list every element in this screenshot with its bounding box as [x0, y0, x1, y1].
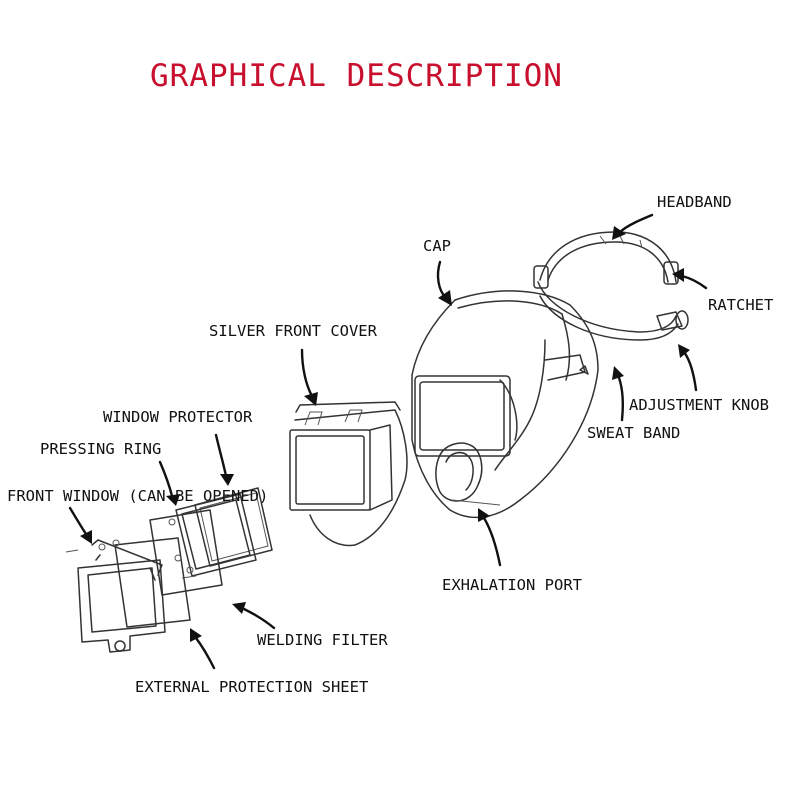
welding-filter-part — [149, 509, 223, 596]
cap-shell-part — [411, 290, 599, 519]
headband-part — [533, 231, 689, 341]
welding-filter-label: WELDING FILTER — [257, 631, 388, 649]
pressing-ring-part — [175, 493, 257, 577]
exhalation-port-label: EXHALATION PORT — [442, 576, 582, 594]
welding-filter-arrow — [232, 602, 276, 630]
headband-arrow — [612, 213, 654, 240]
ratchet-arrow — [672, 268, 708, 290]
external-protection-sheet-part — [114, 537, 191, 628]
sweat-band-label: SWEAT BAND — [587, 424, 681, 442]
ratchet-label: RATCHET — [708, 296, 774, 314]
pressing-ring-arrow — [158, 460, 180, 506]
front-window-arrow — [68, 506, 92, 544]
cap-label: CAP — [423, 237, 451, 255]
silver-front-cover-label: SILVER FRONT COVER — [209, 322, 377, 340]
pressing-ring-label: PRESSING RING — [40, 440, 162, 458]
front-window-frame-part — [65, 539, 197, 653]
external-protection-sheet-arrow — [190, 628, 216, 670]
window-protector-label: WINDOW PROTECTOR — [103, 408, 253, 426]
sweat-band-arrow — [612, 366, 624, 422]
adjustment-knob-label: ADJUSTMENT KNOB — [629, 396, 769, 414]
cap-arrow — [436, 260, 452, 306]
silver-front-cover-arrow — [300, 348, 318, 406]
headband-label: HEADBAND — [657, 193, 732, 211]
front-window-label: FRONT WINDOW (CAN BE OPENED) — [7, 487, 269, 505]
exhalation-port-arrow — [478, 508, 502, 567]
external-protection-sheet-label: EXTERNAL PROTECTION SHEET — [135, 678, 369, 696]
window-protector-arrow — [214, 433, 234, 486]
adjustment-knob-arrow — [678, 344, 698, 392]
window-protector-part — [194, 487, 273, 567]
silver-front-cover-part — [289, 401, 408, 547]
page-title: GRAPHICAL DESCRIPTION — [150, 58, 563, 94]
